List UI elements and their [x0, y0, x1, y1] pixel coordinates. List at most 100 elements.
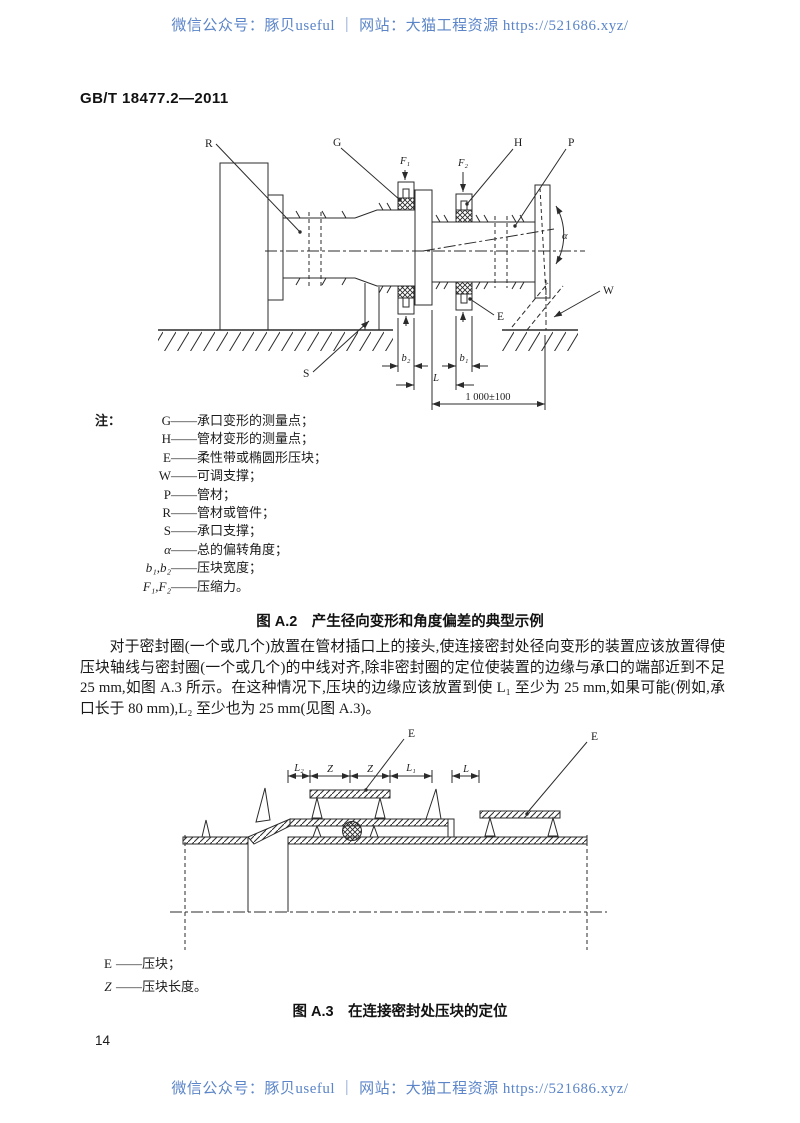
note-symbol: H	[161, 431, 171, 447]
note-row: G——承口变形的测量点；	[125, 412, 515, 430]
note-desc: ——压块宽度；	[171, 560, 263, 576]
figure-a3-legend: E——压块； Z——压块长度。	[100, 952, 207, 998]
pipe-surface-ticks	[295, 202, 525, 294]
leader-g-dot	[398, 198, 402, 202]
socket-rise	[247, 818, 291, 845]
dim-label-l2: L₂	[293, 763, 304, 774]
bore-edges	[247, 844, 289, 912]
note-symbol: G	[161, 413, 171, 428]
end-plate	[534, 184, 551, 299]
leader-h	[466, 148, 514, 205]
leader-e-right	[526, 741, 588, 814]
legend-row: E ——压块；	[100, 952, 207, 975]
note-desc: ——管材；	[171, 486, 237, 502]
pressure-pad-2	[479, 810, 561, 819]
seal-block-top-2	[455, 209, 473, 223]
clamp-bottom-1	[397, 297, 415, 315]
footer-watermark: 微信公众号：豚贝useful ｜ 网站：大猫工程资源 https://52168…	[171, 1081, 629, 1097]
note-desc: ——总的偏转角度；	[171, 541, 289, 557]
socket-mouth-lip	[447, 818, 455, 838]
leader-e-dot	[468, 297, 472, 301]
dim-label-b2: b₂	[402, 353, 411, 364]
note-row: b₁,b₂——压块宽度；	[125, 559, 515, 577]
legend-desc: ——压块长度。	[116, 979, 208, 994]
pad1-foot-left	[311, 797, 323, 819]
note-row: E——柔性带或椭圆形压块；	[125, 449, 515, 467]
leader-e	[469, 298, 495, 316]
left-support-wall	[219, 162, 269, 331]
standard-number: GB/T 18477.2—2011	[80, 90, 229, 107]
pressure-pad-1	[309, 789, 391, 799]
label-r: R	[205, 138, 213, 150]
seal-block-top-1	[397, 197, 415, 211]
leader-g	[340, 147, 401, 201]
note-desc: ——管材变形的测量点；	[171, 431, 315, 447]
header-watermark: 微信公众号：豚贝useful ｜ 网站：大猫工程资源 https://52168…	[171, 18, 629, 34]
pad2-foot-right	[547, 816, 559, 837]
legend-symbol: E	[104, 956, 112, 971]
figure-a2-caption: 图 A.2 产生径向变形和角度偏差的典型示例	[256, 614, 544, 630]
label-h: H	[514, 137, 522, 149]
leader-w	[553, 290, 601, 318]
end-plate-tilted-position	[539, 187, 547, 296]
figure-a2-notes: 注： G——承口变形的测量点； H——管材变形的测量点； E——柔性带或椭圆形压…	[95, 412, 515, 596]
seal-block-bottom-2	[455, 281, 473, 295]
note-row: H——管材变形的测量点；	[125, 430, 515, 448]
leader-h-dot	[465, 202, 469, 206]
label-e-left: E	[408, 728, 415, 740]
seal-ring	[342, 821, 362, 841]
note-desc: ——管材或管件；	[171, 505, 276, 521]
note-desc: ——承口支撑；	[171, 523, 263, 539]
note-row: α——总的偏转角度；	[125, 541, 515, 559]
socket-bell-wall	[289, 818, 449, 827]
dim-label-l1: L₁	[405, 763, 416, 774]
pipe-break-lines	[308, 212, 322, 286]
leader-e-right-dot	[525, 812, 529, 816]
figure-a3-caption: 图 A.3 在连接密封处压块的定位	[292, 1004, 508, 1020]
note-desc: ——压缩力。	[171, 578, 250, 594]
pad1-foot-right	[374, 797, 386, 819]
body-paragraph: 对于密封圈(一个或几个)放置在管材插口上的接头,使连接密封处径向变形的装置应该放…	[80, 639, 725, 717]
bell-inner-rib-left	[312, 824, 322, 838]
note-symbol: b₁,b₂	[145, 560, 171, 576]
label-g: G	[333, 137, 341, 149]
note-symbol: S	[163, 523, 171, 539]
note-row: S——承口支撑；	[125, 522, 515, 540]
mouth-lip-spike	[425, 788, 442, 820]
deflected-axis	[422, 228, 555, 252]
page-number: 14	[95, 1033, 111, 1048]
leader-e-left-dot	[364, 788, 368, 792]
note-symbol: E	[163, 449, 171, 465]
legend-desc: ——压块；	[116, 956, 182, 971]
leader-r	[215, 143, 301, 233]
clamp-top-2	[455, 193, 473, 211]
note-row: P——管材；	[125, 486, 515, 504]
label-e: E	[497, 311, 504, 323]
label-e-right: E	[591, 731, 598, 743]
wall-step	[267, 194, 284, 301]
dim-label-l: L	[432, 373, 439, 384]
label-p: P	[568, 137, 574, 149]
note-desc: ——可调支撑；	[171, 468, 263, 484]
dim-label-z-left: Z	[327, 764, 333, 775]
extension-lines	[397, 310, 546, 410]
note-symbol: P	[163, 486, 171, 502]
pipe2-break-lines	[494, 216, 508, 288]
dim-label-b1: b₁	[460, 353, 469, 364]
leader-p-dot	[513, 224, 517, 228]
label-alpha: α	[562, 231, 568, 242]
test-pipe-outline	[432, 221, 535, 283]
note-symbol: α	[164, 541, 171, 557]
note-row: W——可调支撑；	[125, 467, 515, 485]
note-symbol: F₁,F₂	[142, 578, 171, 594]
figure-a3-diagram: L₂ Z Z L₁ L E E	[170, 728, 607, 950]
angle-arc	[555, 205, 565, 265]
note-desc: ——承口变形的测量点；	[171, 413, 315, 428]
clamp-bottom-2	[455, 293, 473, 311]
note-symbol: W	[158, 468, 171, 484]
leader-e-left	[365, 738, 405, 790]
rise-lip	[255, 787, 271, 823]
label-f2: F₂	[457, 158, 468, 169]
socket-outline	[354, 209, 398, 287]
